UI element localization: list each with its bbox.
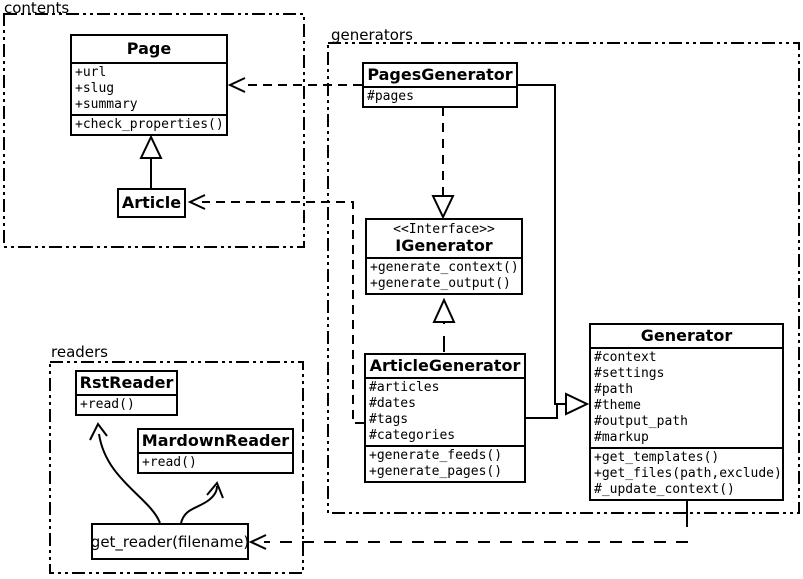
class-rstreader-title: RstReader (79, 373, 174, 392)
class-articlegenerator-title: ArticleGenerator (369, 356, 521, 375)
attribute: #output_path (594, 414, 688, 429)
class-mardownreader-title: MardownReader (141, 431, 290, 450)
class-pagesgenerator-title: PagesGenerator (367, 65, 513, 84)
class-page-title: Page (126, 39, 172, 58)
class-articlegenerator-attributes: #articles #dates #tags #categories (366, 377, 524, 445)
attribute: #settings (594, 366, 665, 381)
dependency-generator-to-getreader (248, 500, 688, 550)
dependency-pagesgenerator-to-page (227, 77, 362, 93)
class-pagesgenerator-attributes: #pages (364, 86, 516, 106)
method: #_update_context() (594, 482, 735, 497)
inheritance-article-to-page (139, 134, 163, 188)
class-igenerator-methods: +generate_context() +generate_output() (367, 257, 521, 293)
package-label-readers: readers (51, 343, 108, 361)
method: +check_properties() (75, 117, 224, 132)
method: +read() (80, 397, 135, 412)
method: +generate_output() (370, 276, 511, 291)
realization-articlegenerator-to-igenerator (432, 297, 456, 352)
attribute: +url (75, 65, 107, 80)
class-generator-attributes: #context #settings #path #theme #output_… (591, 347, 782, 447)
arrow-getreader-to-rstreader (89, 422, 161, 524)
method: +generate_context() (370, 260, 519, 275)
class-generator-methods: +get_templates() +get_files(path,exclude… (591, 447, 782, 499)
attribute: +slug (75, 81, 115, 96)
class-generator: Generator #context #settings #path #them… (589, 323, 784, 501)
package-frame-contents (3, 13, 305, 248)
class-page-methods: +check_properties() (72, 114, 226, 134)
method: +generate_feeds() (369, 448, 503, 463)
dependency-articlegenerator-to-article (187, 194, 364, 424)
class-mardownreader: MardownReader +read() (137, 428, 294, 474)
attribute: +summary (75, 97, 138, 112)
class-articlegenerator-methods: +generate_feeds() +generate_pages() (366, 445, 524, 481)
package-label-contents: contents (4, 0, 70, 17)
method: +get_files(path,exclude) (594, 466, 782, 481)
arrow-getreader-to-mardownreader (180, 481, 224, 524)
realization-pagesgenerator-to-igenerator (431, 107, 455, 220)
class-article: Article (117, 188, 186, 218)
class-generator-title: Generator (640, 326, 733, 345)
class-igenerator-stereotype: <<Interface>> (393, 222, 495, 237)
attribute: #markup (594, 430, 649, 445)
method: +read() (142, 455, 197, 470)
attribute: #context (594, 350, 657, 365)
class-igenerator: <<Interface>> IGenerator +generate_conte… (365, 218, 523, 295)
class-rstreader: RstReader +read() (75, 370, 178, 416)
package-frame-readers (49, 361, 304, 574)
package-frame-generators (327, 42, 800, 514)
class-page: Page +url +slug +summary +check_properti… (70, 34, 228, 136)
class-pagesgenerator: PagesGenerator #pages (362, 62, 518, 108)
class-igenerator-title: <<Interface>> IGenerator (367, 220, 521, 257)
class-page-attributes: +url +slug +summary (72, 62, 226, 114)
method: +generate_pages() (369, 464, 503, 479)
class-articlegenerator: ArticleGenerator #articles #dates #tags … (364, 353, 526, 483)
attribute: #categories (369, 428, 456, 443)
inheritance-generators-to-generator (518, 84, 590, 419)
attribute: #theme (594, 398, 641, 413)
class-mardownreader-methods: +read() (139, 452, 292, 472)
class-article-title: Article (121, 193, 182, 212)
package-label-generators: generators (331, 26, 413, 44)
attribute: #path (594, 382, 634, 397)
attribute: #tags (369, 412, 409, 427)
attribute: #pages (367, 89, 414, 104)
attribute: #articles (369, 380, 440, 395)
class-rstreader-methods: +read() (77, 394, 176, 414)
function-box-get-reader: get_reader(filename) (91, 523, 249, 560)
attribute: #dates (369, 396, 416, 411)
method: +get_templates() (594, 450, 720, 465)
